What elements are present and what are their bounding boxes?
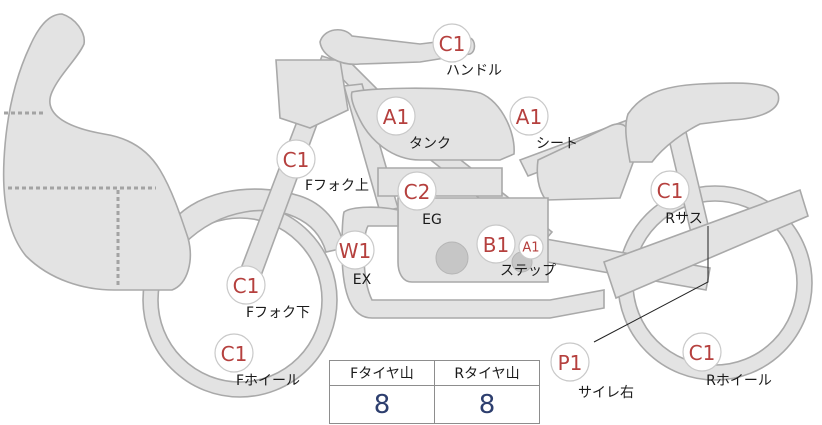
part-label-step: ステップ [500,263,556,279]
tail-cowl [625,82,780,163]
grade-badge-engine: C2 [397,171,437,211]
part-label-exhaust: EX [353,272,372,288]
grade-code: C1 [657,179,684,203]
grade-code: C1 [283,148,310,172]
part-label-seat: シート [536,136,578,152]
grade-code: C1 [221,342,248,366]
grade-badge-tank: A1 [376,96,416,136]
grade-code: C2 [404,180,431,204]
grade-badge-exhaust: W1 [335,230,375,270]
grade-badge-circle [397,171,437,211]
grade-code: A1 [516,105,542,129]
part-label-rwheel: Rホイール [706,373,772,389]
part-label-ffork-upper: Fフォク上 [305,178,369,194]
grade-badge-circle [214,333,254,373]
grade-badge-rear-sus: C1 [650,170,690,210]
top-yoke [275,59,349,129]
engine-case [397,197,549,283]
grade-badge-circle [509,96,549,136]
grade-badge-circle [432,23,472,63]
grade-badge-circle [276,139,316,179]
grade-badge-circle [682,332,722,372]
part-label-tank: タンク [409,136,451,152]
grade-badge-muffler-right: P1 [550,342,590,382]
grade-badge-circle [376,96,416,136]
front-fairing [2,13,192,291]
front-tread-value: 8 [329,385,435,424]
grade-code: B1 [483,233,509,257]
grade-code: W1 [339,239,372,263]
part-label-muffler-right: サイレ右 [578,385,634,401]
rear-tread-value: 8 [434,385,540,424]
engine-block [377,167,503,197]
part-label-handle: ハンドル [446,63,502,79]
grade-badge-fwheel: C1 [214,333,254,373]
part-label-fwheel: Fホイール [236,373,300,389]
grade-badge-step-sub: A1 [518,234,544,260]
grade-badge-handle: C1 [432,23,472,63]
grade-badge-circle [550,342,590,382]
grade-badge-step: B1 [476,224,516,264]
grade-code: A1 [383,105,409,129]
grade-badge-circle [226,265,266,305]
rear-sus-leader-line [593,226,709,343]
handlebar [319,29,476,66]
grade-badge-seat: A1 [509,96,549,136]
front-tread-label: Fタイヤ山 [329,360,435,386]
part-label-rear-sus: Rサス [665,211,702,227]
grade-badge-ffork-upper: C1 [276,139,316,179]
grade-badge-rwheel: C1 [682,332,722,372]
grade-badge-circle [518,234,544,260]
grade-code: C1 [439,32,466,56]
grade-badge-circle [335,230,375,270]
grade-code: P1 [558,351,583,375]
grade-code: C1 [689,341,716,365]
grade-code: A1 [522,241,539,256]
part-label-engine: EG [422,212,442,228]
grade-badge-ffork-lower: C1 [226,265,266,305]
grade-badge-circle [476,224,516,264]
grade-code: C1 [233,274,260,298]
part-label-ffork-lower: Fフォク下 [246,305,310,321]
rear-tread-label: Rタイヤ山 [434,360,540,386]
engine-cover [435,241,469,275]
grade-badge-circle [650,170,690,210]
tire-tread-table: Fタイヤ山 Rタイヤ山 8 8 [329,360,540,424]
muffler [602,188,809,300]
